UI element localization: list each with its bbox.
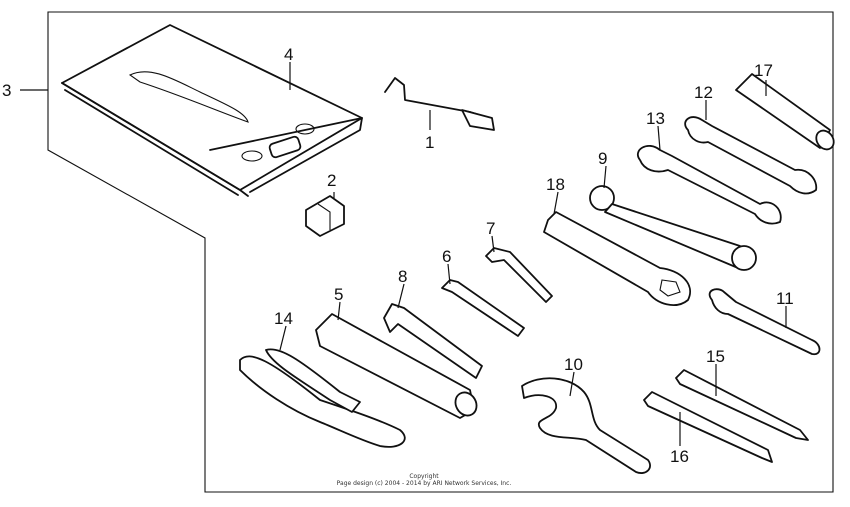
callout-10: 10 <box>564 355 583 374</box>
callout-12: 12 <box>694 83 713 102</box>
tool-bag <box>61 24 363 197</box>
callout-4: 4 <box>284 45 293 64</box>
hex-key-7 <box>485 247 553 303</box>
wire-hook <box>384 77 495 131</box>
callout-9: 9 <box>598 149 607 168</box>
plug-socket-5 <box>315 313 478 419</box>
screwdriver-16 <box>643 391 773 463</box>
callout-2: 2 <box>327 171 336 190</box>
callout-15: 15 <box>706 347 725 366</box>
pliers-14 <box>239 348 406 448</box>
l-bar-8 <box>383 303 483 379</box>
callout-8: 8 <box>398 267 407 286</box>
copyright-line: Page design (c) 2004 - 2014 by ARI Netwo… <box>337 480 512 487</box>
plate-wrench-18 <box>543 211 691 306</box>
wrench-13 <box>637 145 782 225</box>
wrench-9 <box>589 185 757 271</box>
callout-3: 3 <box>2 81 11 100</box>
callout-16: 16 <box>670 447 689 466</box>
callout-7: 7 <box>486 219 495 238</box>
wrench-12 <box>684 116 818 195</box>
callout-17: 17 <box>754 61 773 80</box>
callout-18: 18 <box>546 175 565 194</box>
callout-1: 1 <box>425 133 434 152</box>
callout-6: 6 <box>442 247 451 266</box>
tube-socket <box>735 73 835 151</box>
callout-13: 13 <box>646 109 665 128</box>
callout-11: 11 <box>776 289 794 308</box>
callout-5: 5 <box>334 285 343 304</box>
leader-lines <box>20 62 787 446</box>
hex-key-6 <box>441 279 525 337</box>
wrench-11 <box>708 288 821 356</box>
hook-spanner-10 <box>521 377 651 474</box>
callout-14: 14 <box>274 309 293 328</box>
copyright-title: Copyright <box>409 473 439 480</box>
diagram-frame <box>47 11 834 493</box>
screwdriver-15 <box>675 369 809 441</box>
small-nut <box>305 195 345 237</box>
